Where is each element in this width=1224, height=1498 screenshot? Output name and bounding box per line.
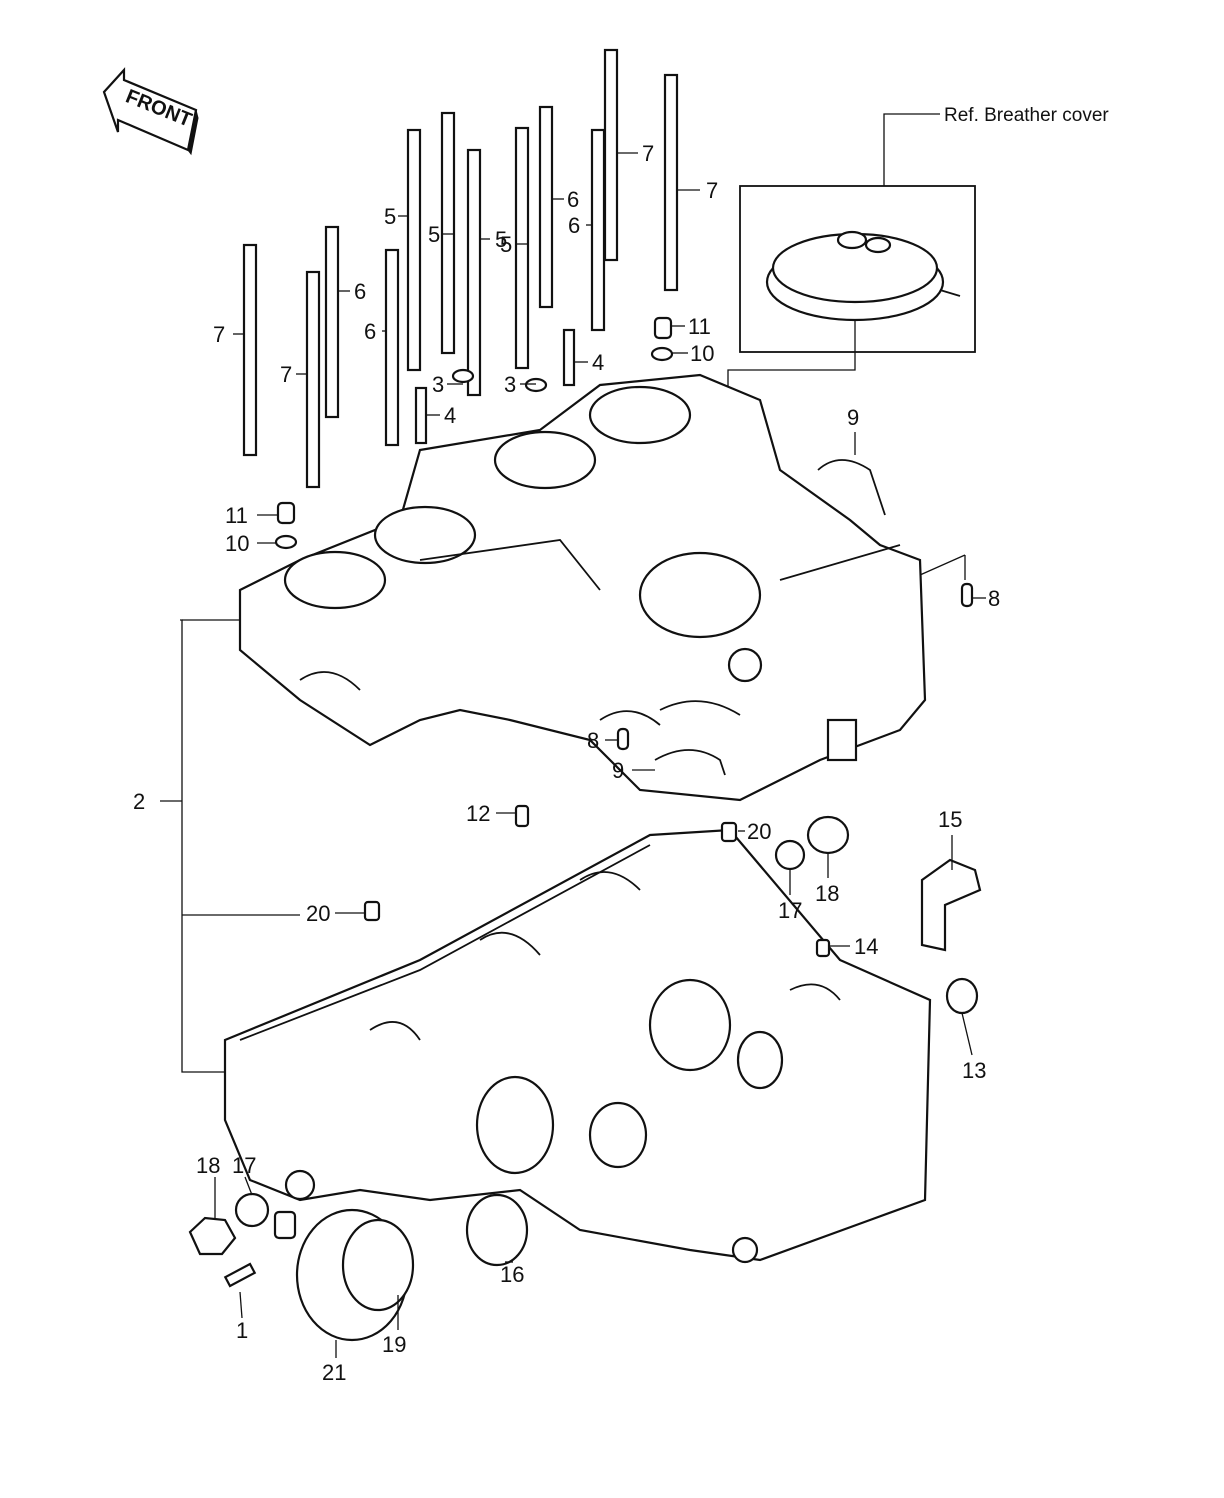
upper-crankcase: [238, 373, 927, 802]
small-parts: [188, 316, 982, 1342]
leader-lines: [160, 152, 986, 1358]
callout-20: 20: [306, 901, 330, 926]
callout-17: 17: [232, 1153, 256, 1178]
callout-9: 9: [847, 405, 859, 430]
callout-5: 5: [384, 204, 396, 229]
callout-7: 7: [280, 362, 292, 387]
callout-5: 5: [495, 227, 507, 252]
callout-5: 5: [428, 222, 440, 247]
callout-15: 15: [938, 807, 962, 832]
callout-6: 6: [354, 279, 366, 304]
callout-2: 2: [133, 789, 145, 814]
callout-5: 5: [500, 232, 512, 257]
callout-14: 14: [854, 934, 878, 959]
callout-18: 18: [196, 1153, 220, 1178]
callout-7: 7: [213, 322, 225, 347]
callout-11: 11: [688, 314, 711, 339]
cylinder-studs: [242, 48, 679, 489]
lower-crankcase: [223, 828, 932, 1264]
callout-1: 1: [236, 1318, 248, 1343]
callout-4: 4: [444, 403, 456, 428]
breather-cover-reference: Ref. Breather cover: [727, 105, 1109, 620]
breather-cover-label: Ref. Breather cover: [944, 105, 1109, 126]
callout-18: 18: [815, 881, 839, 906]
callout-3: 3: [504, 372, 516, 397]
callout-13: 13: [962, 1058, 986, 1083]
callout-10: 10: [690, 341, 714, 366]
callout-12: 12: [466, 801, 490, 826]
callout-19: 19: [382, 1332, 406, 1357]
front-arrow-icon: FRONT: [102, 67, 199, 156]
callout-labels: 7 7 6 6 5 5 5 5 6 6 7 7 3 3 4 4 11 10 11…: [133, 141, 1000, 1385]
callout-11: 11: [225, 503, 248, 528]
callout-6: 6: [364, 319, 376, 344]
callout-17: 17: [778, 898, 802, 923]
callout-20: 20: [747, 819, 771, 844]
callout-3: 3: [432, 372, 444, 397]
callout-6: 6: [568, 213, 580, 238]
callout-6: 6: [567, 187, 579, 212]
callout-21: 21: [322, 1360, 346, 1385]
callout-4: 4: [592, 350, 604, 375]
callout-10: 10: [225, 531, 249, 556]
callout-9: 9: [612, 758, 624, 783]
callout-16: 16: [500, 1262, 524, 1287]
callout-8: 8: [988, 586, 1000, 611]
callout-7: 7: [706, 178, 718, 203]
callout-8: 8: [587, 728, 599, 753]
callout-7: 7: [642, 141, 654, 166]
